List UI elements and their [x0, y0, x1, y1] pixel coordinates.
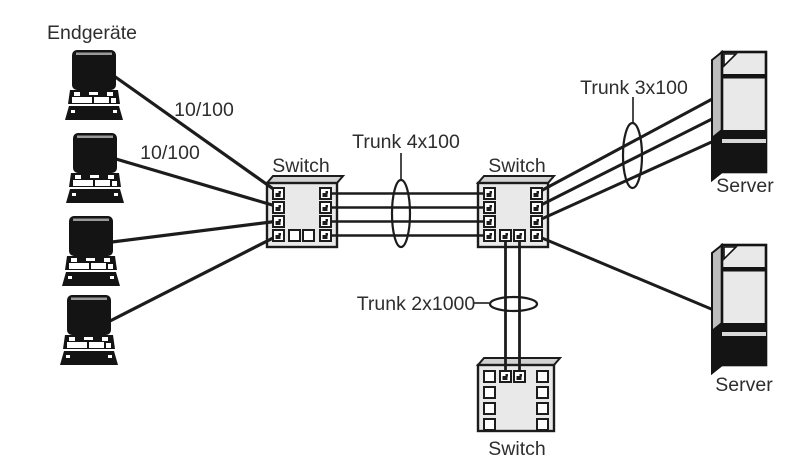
link-pc4-switch1 — [109, 233, 280, 323]
label-end-devices: Endgeräte — [47, 22, 137, 44]
label-trunk-4x100: Trunk 4x100 — [352, 131, 460, 153]
switch-port-icon — [272, 201, 285, 214]
switch-port-icon — [483, 201, 496, 214]
trunk-4x100-ellipse — [390, 178, 412, 249]
switch-port-icon — [483, 418, 496, 431]
server-icon-1 — [710, 50, 768, 182]
switch-port-icon — [483, 187, 496, 200]
switch-port-icon — [530, 187, 543, 200]
pc-icon-2 — [66, 133, 124, 203]
switch-port-icon — [302, 229, 315, 242]
switch-port-icon — [272, 229, 285, 242]
switch-port-icon — [499, 229, 512, 242]
switch-port-icon — [536, 402, 549, 415]
trunk-2x1000-ellipse — [488, 295, 539, 313]
trunk-4x100-links — [325, 192, 490, 237]
trunk3-line-2 — [535, 115, 717, 209]
label-link-speed-1: 10/100 — [174, 99, 234, 121]
switch-port-icon — [319, 229, 332, 242]
switch-port-icon — [483, 402, 496, 415]
label-server-1: Server — [716, 175, 774, 197]
label-server-2: Server — [715, 374, 773, 396]
switch-port-icon — [530, 215, 543, 228]
label-switch-1: Switch — [272, 155, 329, 177]
trunk3-line-1 — [535, 95, 717, 195]
switch-port-icon — [319, 187, 332, 200]
link-pc1-switch1 — [113, 74, 280, 195]
pc-icon-1 — [65, 50, 123, 120]
switch-port-icon — [483, 215, 496, 228]
switch-port-icon — [272, 187, 285, 200]
switch-port-icon — [513, 370, 526, 383]
link-switch2-server2 — [535, 234, 717, 313]
pc-icon-3 — [62, 216, 120, 286]
switch-port-icon — [499, 370, 512, 383]
label-switch-3: Switch — [488, 438, 545, 460]
label-switch-2: Switch — [488, 155, 545, 177]
switch-port-icon — [483, 370, 496, 383]
switch-port-icon — [483, 386, 496, 399]
switch-port-icon — [513, 229, 526, 242]
link-pc3-switch1 — [111, 219, 280, 244]
switch-port-icon — [272, 215, 285, 228]
label-link-speed-2: 10/100 — [140, 142, 200, 164]
switch-port-icon — [536, 370, 549, 383]
switch-port-icon — [288, 229, 301, 242]
link-pc2-switch1 — [115, 157, 280, 209]
pc-icon-4 — [60, 295, 118, 365]
switch-port-icon — [319, 215, 332, 228]
switch-port-icon — [530, 229, 543, 242]
server-icon-2 — [710, 243, 768, 375]
label-trunk-3x100: Trunk 3x100 — [580, 77, 688, 99]
server-links — [535, 95, 717, 313]
switch-port-icon — [319, 201, 332, 214]
switch-port-icon — [536, 386, 549, 399]
switch-port-icon — [530, 201, 543, 214]
switch-port-icon — [483, 229, 496, 242]
access-links — [109, 74, 280, 323]
switch-port-icon — [536, 418, 549, 431]
label-trunk-2x1000: Trunk 2x1000 — [357, 293, 476, 315]
trunk-2x1000-links — [504, 235, 521, 377]
